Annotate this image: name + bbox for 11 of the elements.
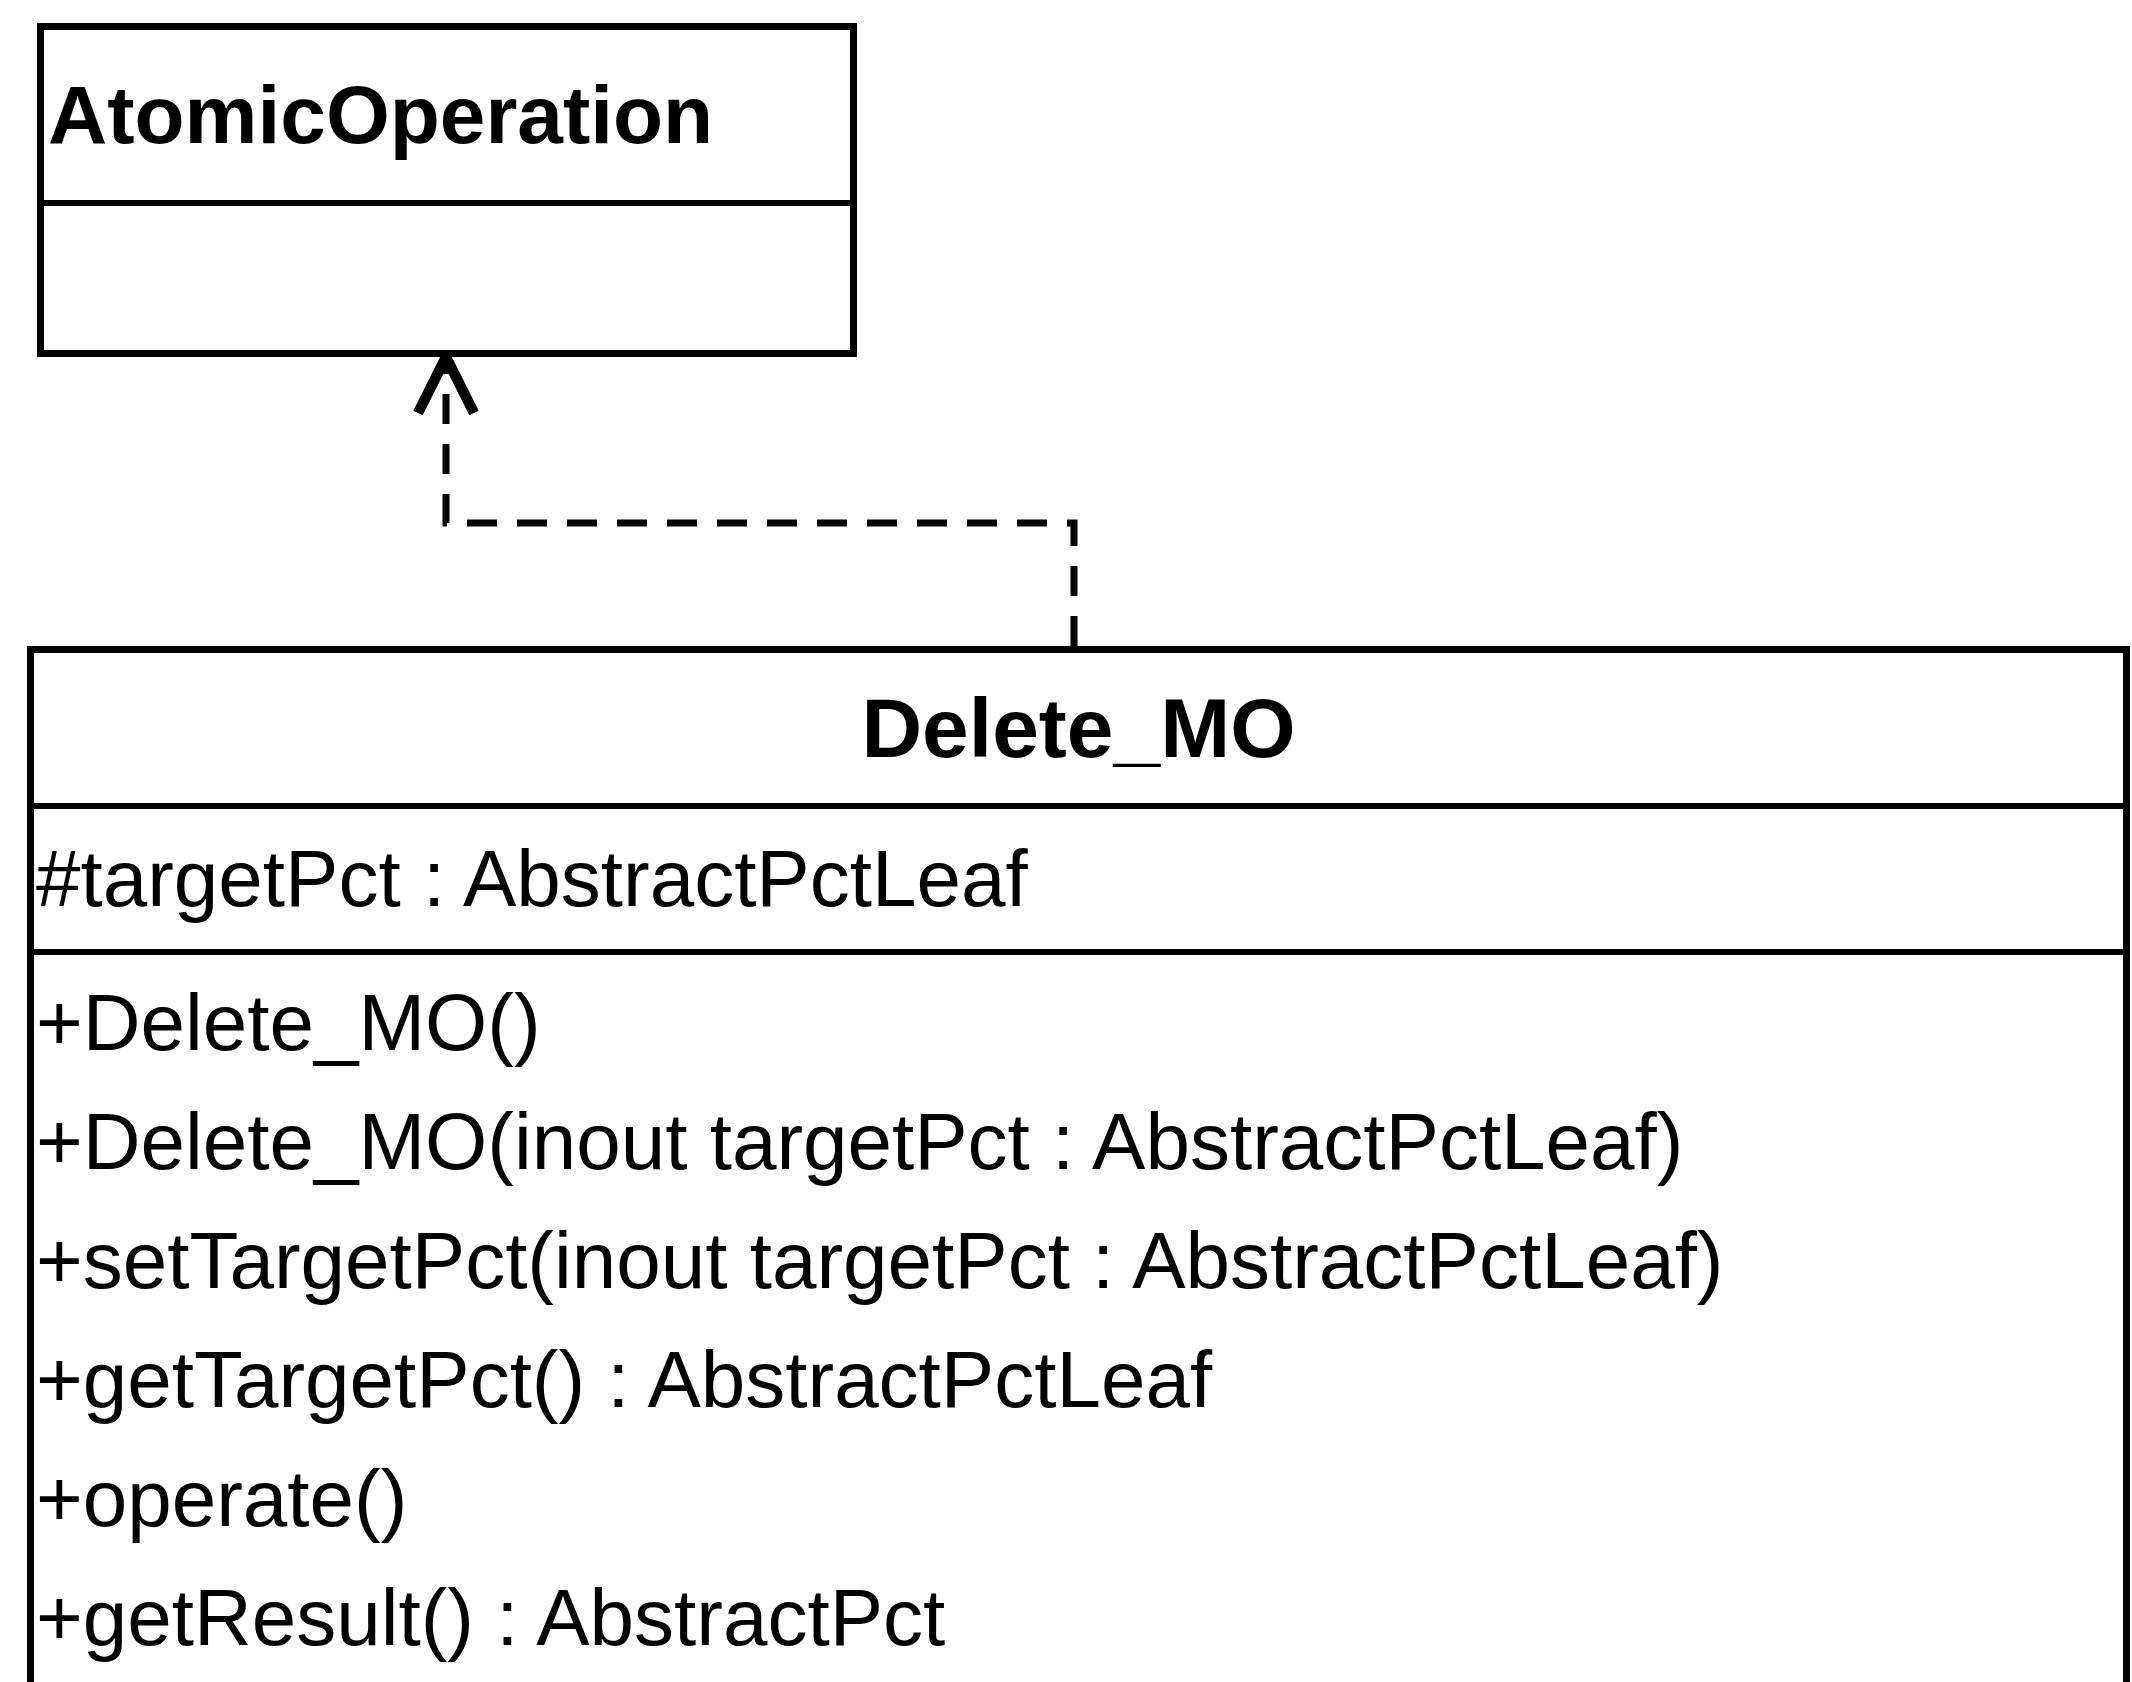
method-text: +setTargetPct(inout targetPct : AbstractPctLeaf): [36, 1216, 1724, 1305]
method-text: +operate(): [36, 1454, 408, 1543]
method-text: +getTargetPct() : AbstractPctLeaf: [36, 1335, 1213, 1424]
method-text: +Delete_MO(): [36, 978, 541, 1067]
attribute-text: #targetPct : AbstractPctLeaf: [36, 834, 1028, 923]
class-name: AtomicOperation: [48, 69, 714, 160]
class-name: Delete_MO: [861, 681, 1296, 775]
method-text: +Delete_MO(inout targetPct : AbstractPctLeaf): [36, 1097, 1684, 1186]
method-text: +getResult() : AbstractPct: [36, 1573, 946, 1662]
class-box: [27, 646, 2130, 1682]
class-box: [37, 23, 857, 357]
